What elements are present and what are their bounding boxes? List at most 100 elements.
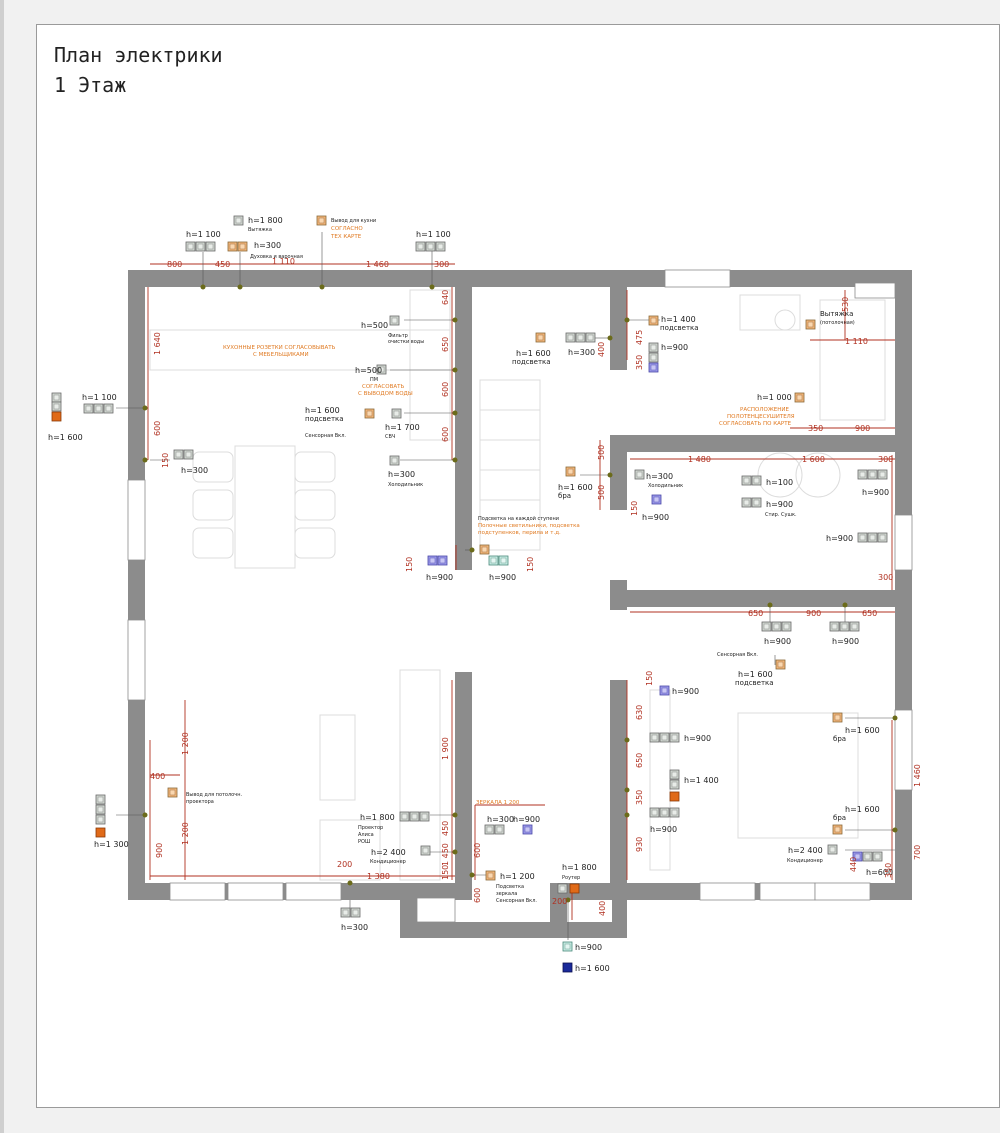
- label-h1300: h=1 300: [94, 840, 129, 849]
- label-h100: h=100: [766, 478, 793, 487]
- label-h300-fridge: h=300: [388, 470, 415, 479]
- label-kond-living: Кондиционер: [370, 859, 406, 865]
- furniture: [149, 289, 886, 881]
- dims-kitchen: 640 650 600 600 1 640 600 150: [153, 290, 450, 468]
- dim-200-bath: 200: [552, 897, 567, 906]
- note-kitchen-sockets: КУХОННЫЕ РОЗЕТКИ СОГЛАСОВЫВАТЬ: [223, 345, 336, 351]
- label-duhovka: Духовка и варочная: [250, 254, 303, 260]
- label-filtr: Фильтр: [388, 333, 408, 339]
- dim-400-hall: 400: [597, 342, 606, 357]
- label-podsv-mirror: Подсветка: [496, 884, 524, 890]
- dim-1200-b: 1 200: [181, 822, 190, 845]
- note-stairs: Подсветка на каждой ступени: [478, 515, 559, 522]
- chair: [192, 489, 234, 521]
- label-router: Роутер: [562, 875, 580, 881]
- dim-300-laundry-b: 300: [878, 573, 893, 582]
- label-h900-stairs-a: h=900: [426, 573, 453, 582]
- label-h1800-router: h=1 800: [562, 863, 597, 872]
- label-podsvetka-bath: подсветка: [660, 324, 699, 332]
- dim-930: 930: [635, 837, 644, 852]
- label-holod-kitchen: Холодильник: [388, 482, 423, 488]
- label-h1700: h=1 700: [385, 423, 420, 432]
- dining-table: [234, 445, 296, 569]
- dim-475: 475: [635, 330, 644, 345]
- labels-top: h=1 100 h=1 800 Вытяжка h=300 Духовка и …: [186, 216, 451, 260]
- page-title: План электрики 1 Этаж: [54, 40, 223, 100]
- label-h1600-bra-2: h=1 600: [845, 805, 880, 814]
- label-h300-hall: h=300: [568, 348, 595, 357]
- dim-150-kitchen: 150: [161, 453, 170, 468]
- label-vyvod-kitchen: Вывод для кухни: [331, 218, 376, 224]
- washer: [757, 452, 803, 498]
- label-h1100-top-right: h=1 100: [416, 230, 451, 239]
- dim-150-living: 150: [441, 865, 450, 880]
- chair: [294, 451, 336, 483]
- label-h900-bed-b: h=900: [832, 637, 859, 646]
- dim-1460: 1 460: [366, 260, 389, 269]
- dim-650-bed-b: 650: [862, 609, 877, 618]
- junction-dots: [142, 284, 898, 903]
- label-h1100-top: h=1 100: [186, 230, 221, 239]
- labels-kitchen: h=500 Фильтр очистки воды h=500 ПМ СОГЛА…: [181, 321, 424, 488]
- label-h300-top: h=300: [254, 241, 281, 250]
- label-h900-laundry-b: h=900: [862, 488, 889, 497]
- note-kitchen-sockets-2: С МЕБЕЛЬЩИКАМИ: [253, 352, 309, 358]
- label-holod-laundry: Холодильник: [648, 483, 683, 489]
- dim-1600: 1 600: [802, 455, 825, 464]
- label-h1800-living: h=1 800: [360, 813, 395, 822]
- dim-300: 300: [434, 260, 449, 269]
- dim-150-stairs-b: 150: [526, 557, 535, 572]
- bathtub: [739, 294, 801, 331]
- coffee-table: [319, 714, 356, 801]
- label-vytyazhka-bath: Вытяжка: [820, 310, 853, 318]
- label-h900-stairs-b: h=900: [489, 573, 516, 582]
- dims-left: 400 1 200 1 200 900: [150, 732, 190, 858]
- bed: [737, 712, 859, 839]
- label-h1600-left: h=1 600: [48, 433, 83, 442]
- note-towel: РАСПОЛОЖЕНИЕ: [740, 407, 789, 413]
- dim-900-bath: 900: [855, 424, 870, 433]
- chair: [294, 527, 336, 559]
- leader-lines: [116, 232, 895, 940]
- label-podsv-mirror-2: зеркала: [496, 891, 517, 897]
- label-h900-bed-e: h=900: [650, 825, 677, 834]
- dim-350-hall: 350: [635, 355, 644, 370]
- dim-1110: 1 110: [272, 257, 295, 266]
- label-kond-bed: Кондиционер: [787, 858, 823, 864]
- label-svch: СВЧ: [385, 434, 395, 440]
- label-soglas: СОГЛАСОВАТЬ: [362, 384, 404, 390]
- wardrobe: [649, 689, 671, 871]
- label-h1100-left: h=1 100: [82, 393, 117, 402]
- label-podsvetka-kitchen: подсветка: [305, 415, 344, 423]
- toilet: [774, 309, 796, 331]
- dim-150-bed: 150: [645, 671, 654, 686]
- label-proektor: Проектор: [358, 825, 383, 831]
- labels-bedroom: 650 900 650 h=900 h=900 Сенсорная Вкл. h…: [635, 609, 922, 878]
- dim-1480: 1 480: [688, 455, 711, 464]
- label-soglas-2: С ВЫВОДОМ ВОДЫ: [358, 391, 413, 397]
- label-h300-laundry: h=300: [646, 472, 673, 481]
- dim-600-c: 600: [153, 421, 162, 436]
- label-podsvetka-hall: подсветка: [512, 358, 551, 366]
- kitchen-counter-side: [409, 289, 451, 441]
- labels-bath-bottom: ЗЕРКАЛА 1 200 h=300 h=900 h=1 200 Подсве…: [473, 800, 610, 973]
- label-projector: Вывод для потолочн.: [186, 792, 242, 798]
- label-h2400-living: h=2 400: [371, 848, 406, 857]
- dim-400-left: 400: [150, 772, 165, 781]
- chair: [192, 527, 234, 559]
- labels-living: h=1 800 Проектор Алиса РОШ h=2 400 Конди…: [337, 737, 450, 932]
- label-h500-filter: h=500: [361, 321, 388, 330]
- dim-900-left: 900: [155, 843, 164, 858]
- window-edge: [0, 0, 4, 1133]
- note-stairs-2: Полочные светильники, подсветка: [478, 523, 580, 529]
- label-h300-bath: h=300: [487, 815, 514, 824]
- label-sensor-kitchen: Сенсорная Вкл.: [305, 433, 346, 439]
- label-h900-laundry-d: h=900: [642, 513, 669, 522]
- label-h1600-bed: h=1 600: [738, 670, 773, 679]
- label-h1400-bath: h=1 400: [661, 315, 696, 324]
- label-bra-hall: бра: [558, 492, 571, 500]
- label-h300-bottom: h=300: [341, 923, 368, 932]
- label-h900-bed-c: h=900: [672, 687, 699, 696]
- note-stairs-3: подступенков, перила и т.д.: [478, 530, 561, 536]
- dim-450: 450: [215, 260, 230, 269]
